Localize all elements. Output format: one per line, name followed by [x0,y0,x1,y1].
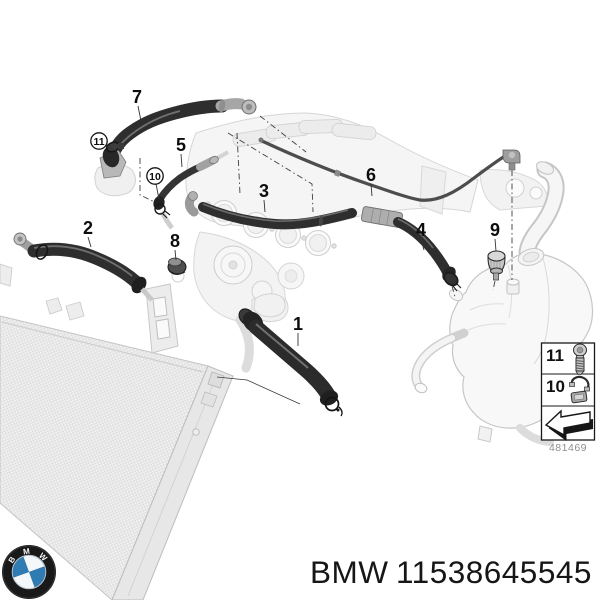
logo-letter-m: M [23,547,31,557]
callout-7: 7 [132,87,142,107]
logo-letter-b: B [7,555,18,565]
callout-10: 10 [149,171,161,183]
screw-icon [573,343,587,375]
end-tank-tab [207,371,225,389]
hose-1-clamp [324,396,340,412]
part-9-valve [487,250,506,281]
direction-arrow-icon [544,409,593,441]
callout-leader-lines [87,105,497,346]
drawing-number: 481469 [549,442,587,454]
tank-inlet-port-ghost [448,288,464,302]
part-8-plug [167,257,187,283]
callout-9: 9 [490,220,500,240]
callout-1: 1 [293,314,303,334]
bmw-roundel-logo: B M W [2,545,56,599]
callout-4: 4 [416,220,426,240]
mount-bracket-ghost [145,283,179,354]
hose-2-clamp [35,244,49,260]
footer-part-number: 11538645545 [396,554,592,590]
hose-7 [99,98,257,179]
legend-row-10-label: 10 [546,377,565,396]
radiator-clip-ghost [45,297,63,315]
drain-plug-ghost [192,428,200,436]
pipe-5 [153,155,219,219]
clamp-icon [569,375,590,404]
callout-10-circled: 10 [146,167,164,185]
callout-5: 5 [176,135,186,155]
hose-4 [393,217,462,292]
legend-box: 11 10 [540,342,596,441]
pipe-5-clamp [154,203,166,215]
radiator-frame-line [1,321,204,373]
radiator-bracket-ghost [0,263,13,287]
callout-11: 11 [93,136,104,148]
hose-1 [216,293,343,417]
pipe-6 [258,137,521,202]
callout-6: 6 [366,165,376,185]
roundel-quarters [12,555,46,589]
callout-3: 3 [259,181,269,201]
hose-1-leader-line [216,376,301,405]
callout-11-circled: 11 [90,132,108,150]
radiator-end-tank [111,365,234,600]
callout-8: 8 [170,231,180,251]
radiator-core [0,315,209,600]
hose-3 [184,191,357,230]
radiator-ghost [0,263,234,600]
footer-brand: BMW [310,554,388,590]
legend-row-11-label: 11 [546,346,564,365]
callout-2: 2 [83,218,93,238]
valve-cover-ridges [232,118,377,147]
hose-2 [13,232,154,302]
